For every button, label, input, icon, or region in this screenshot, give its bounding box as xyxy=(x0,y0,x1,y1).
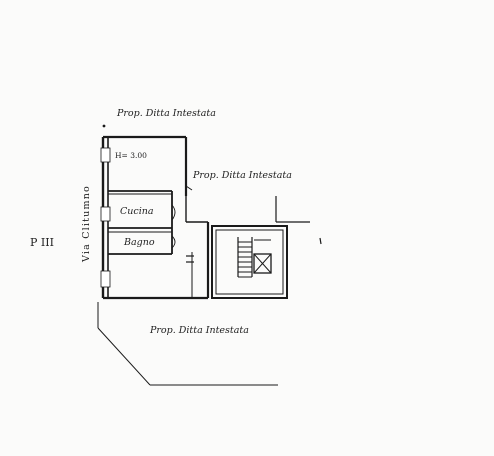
bathroom-label: Bagno xyxy=(123,237,155,248)
stairwell xyxy=(211,225,288,299)
window-mark xyxy=(100,270,111,288)
street-label: Via Clitumno xyxy=(81,185,92,263)
lift-cross xyxy=(253,253,272,274)
stairwell-inner-outline xyxy=(215,229,284,295)
bath-door-swing xyxy=(171,235,176,249)
window-mark xyxy=(100,206,111,222)
survey-dot xyxy=(102,124,106,128)
room-height-label: H= 3.00 xyxy=(115,151,147,160)
door-tick xyxy=(185,185,193,191)
window-mark xyxy=(100,147,111,163)
stairwell-outline xyxy=(211,225,288,299)
owner-label-top: Prop. Ditta Intestata xyxy=(116,108,216,119)
floor-label: P III xyxy=(30,236,54,249)
owner-label-bottom: Prop. Ditta Intestata xyxy=(149,325,249,336)
kitchen-label: Cucina xyxy=(120,206,154,217)
apartment-walls xyxy=(100,135,210,300)
owner-label-right: Prop. Ditta Intestata xyxy=(192,170,292,181)
kitchen-door-swing xyxy=(171,204,176,221)
lift-shaft xyxy=(253,253,272,274)
boundary-diagonal xyxy=(97,327,151,386)
property-boundaries xyxy=(97,124,322,386)
survey-tick xyxy=(319,237,322,245)
